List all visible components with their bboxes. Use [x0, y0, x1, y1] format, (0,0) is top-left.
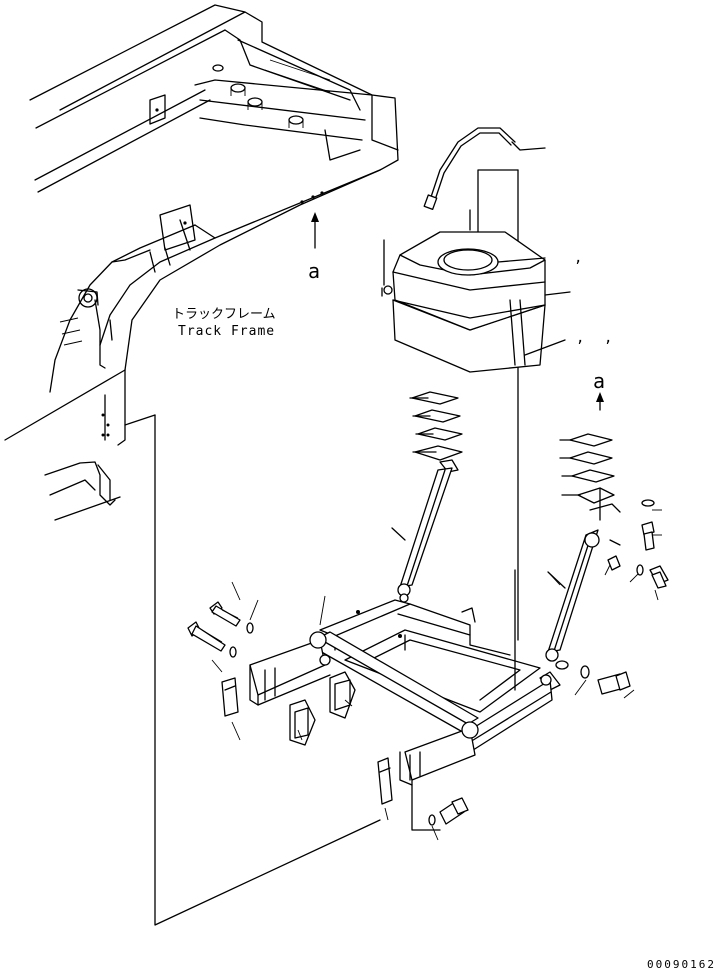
track-frame [4, 4, 399, 521]
view-arrow-a-right: a [593, 369, 605, 411]
tank [381, 231, 571, 373]
callout-comma-3: , [604, 330, 612, 346]
hose [423, 127, 546, 210]
brace-right [545, 529, 600, 662]
view-arrow-a-right-label: a [593, 369, 605, 393]
track-frame-label-jp: トラックフレーム [172, 307, 276, 322]
bolts-left [187, 601, 254, 658]
track-frame-label-en: Track Frame [178, 324, 275, 339]
mounting-frame [249, 593, 561, 786]
callout-comma-2: , [576, 330, 584, 346]
drawing-number: 00090162 [647, 958, 716, 971]
callout-leaders [211, 509, 662, 841]
shims-right [559, 433, 621, 521]
brace-left [391, 459, 459, 597]
view-arrow-a-frame: a [308, 212, 320, 283]
shims-left [409, 391, 463, 461]
view-arrow-a-frame-label: a [308, 259, 320, 283]
bolts-front [428, 797, 469, 826]
callout-comma-1: , [574, 250, 582, 266]
bolts-right [555, 499, 669, 695]
mount-brackets [221, 671, 393, 805]
